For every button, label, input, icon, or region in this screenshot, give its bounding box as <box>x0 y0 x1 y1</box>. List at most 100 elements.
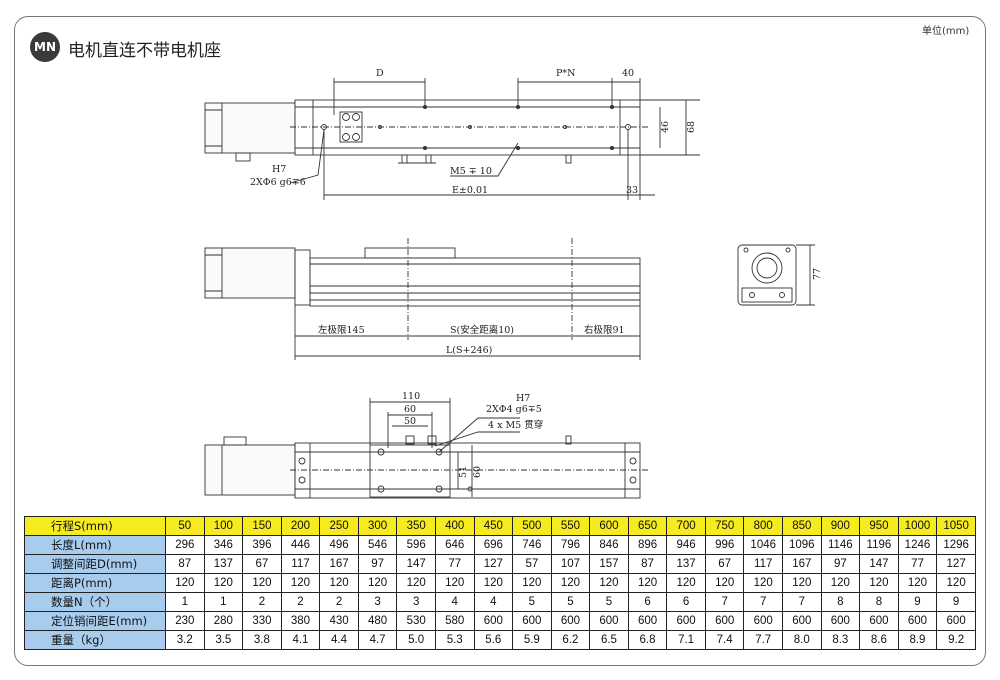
table-cell: 600 <box>743 611 783 631</box>
table-cell: 5 <box>589 592 629 612</box>
table-cell: 796 <box>550 535 591 555</box>
table-cell: 87 <box>627 554 668 574</box>
table-cell: 167 <box>319 554 359 574</box>
table-cell: 530 <box>396 611 436 631</box>
table-cell: 120 <box>859 573 899 593</box>
table-cell: 100 <box>203 516 244 536</box>
table-cell: 896 <box>627 535 668 555</box>
table-cell: 296 <box>165 535 205 555</box>
table-cell: 850 <box>782 516 822 536</box>
table-cell: 117 <box>743 554 783 574</box>
top-view <box>204 78 700 200</box>
table-cell: 430 <box>319 611 359 631</box>
table-cell: 120 <box>782 573 822 593</box>
table-cell: 330 <box>242 611 282 631</box>
table-cell: 77 <box>897 554 938 574</box>
table-cell: 67 <box>242 554 282 574</box>
table-cell: 580 <box>434 611 475 631</box>
table-cell: 5.3 <box>434 630 475 650</box>
page-frame <box>14 16 986 666</box>
table-cell: 120 <box>280 573 321 593</box>
table-cell: 2 <box>280 592 321 612</box>
side-view <box>204 238 641 360</box>
dim-left-limit: 左极限145 <box>318 324 365 336</box>
table-cell: 8 <box>820 592 861 612</box>
table-cell: 4.7 <box>357 630 398 650</box>
dim-77: 77 <box>812 268 823 280</box>
dim-length: L(S+246) <box>446 345 492 356</box>
table-cell: 7.7 <box>743 630 783 650</box>
page-title: 电机直连不带电机座 <box>68 41 221 61</box>
table-cell: 900 <box>820 516 861 536</box>
table-cell: 137 <box>203 554 244 574</box>
table-cell: 120 <box>666 573 706 593</box>
table-cell: 8 <box>859 592 899 612</box>
table-cell: 8.3 <box>820 630 861 650</box>
table-cell: 496 <box>319 535 359 555</box>
table-cell: 4.4 <box>319 630 359 650</box>
technical-drawing: D P*N 40 46 68 H7 2XΦ6 g6∓6 M5 ∓ 10 E±0.… <box>204 68 823 499</box>
table-cell: 6.2 <box>550 630 591 650</box>
table-cell: 120 <box>434 573 475 593</box>
dim-110: 110 <box>402 391 420 402</box>
table-cell: 1050 <box>936 516 976 536</box>
dim-33: 33 <box>626 185 638 196</box>
table-cell: 846 <box>589 535 629 555</box>
table-cell: 9 <box>897 592 938 612</box>
table-cell: 157 <box>589 554 629 574</box>
table-cell: 4 <box>434 592 475 612</box>
table-cell: 3 <box>357 592 398 612</box>
row-label: 重量（kg） <box>24 630 166 650</box>
table-cell: 97 <box>357 554 398 574</box>
table-cell: 1 <box>203 592 244 612</box>
table-cell: 4 <box>473 592 514 612</box>
table-cell: 1196 <box>859 535 899 555</box>
table-cell: 9.2 <box>936 630 976 650</box>
table-cell: 1246 <box>897 535 938 555</box>
table-cell: 380 <box>280 611 321 631</box>
table-cell: 1296 <box>936 535 976 555</box>
dim-50: 50 <box>404 416 416 427</box>
dim-right-limit: 右极限91 <box>584 324 625 336</box>
pin-spec-bottom: 2XΦ4 g6∓5 <box>486 404 542 415</box>
table-cell: 120 <box>242 573 282 593</box>
table-cell: 120 <box>704 573 745 593</box>
table-cell: 650 <box>627 516 668 536</box>
table-cell: 600 <box>859 611 899 631</box>
table-cell: 500 <box>512 516 552 536</box>
table-cell: 600 <box>473 611 514 631</box>
row-label: 数量N（个） <box>24 592 166 612</box>
table-cell: 230 <box>165 611 205 631</box>
table-cell: 3 <box>396 592 436 612</box>
table-cell: 57 <box>512 554 552 574</box>
table-cell: 4.1 <box>280 630 321 650</box>
dim-40: 40 <box>622 68 634 79</box>
table-cell: 87 <box>165 554 205 574</box>
row-label: 行程S(mm) <box>24 516 166 536</box>
table-cell: 120 <box>396 573 436 593</box>
table-cell: 746 <box>512 535 552 555</box>
dim-h7-bottom: H7 <box>516 393 530 404</box>
table-cell: 127 <box>473 554 514 574</box>
pin-spec-top: 2XΦ6 g6∓6 <box>250 177 306 188</box>
table-cell: 200 <box>280 516 321 536</box>
table-cell: 550 <box>550 516 591 536</box>
table-cell: 147 <box>859 554 899 574</box>
table-cell: 7 <box>743 592 783 612</box>
table-cell: 120 <box>936 573 976 593</box>
table-cell: 6 <box>666 592 706 612</box>
table-cell: 750 <box>704 516 745 536</box>
model-badge: MN <box>30 32 60 62</box>
table-cell: 600 <box>550 611 591 631</box>
table-cell: 600 <box>512 611 552 631</box>
table-cell: 996 <box>704 535 745 555</box>
table-cell: 7 <box>704 592 745 612</box>
table-cell: 696 <box>473 535 514 555</box>
bolt-spec: 4 x M5 贯穿 <box>488 419 543 431</box>
